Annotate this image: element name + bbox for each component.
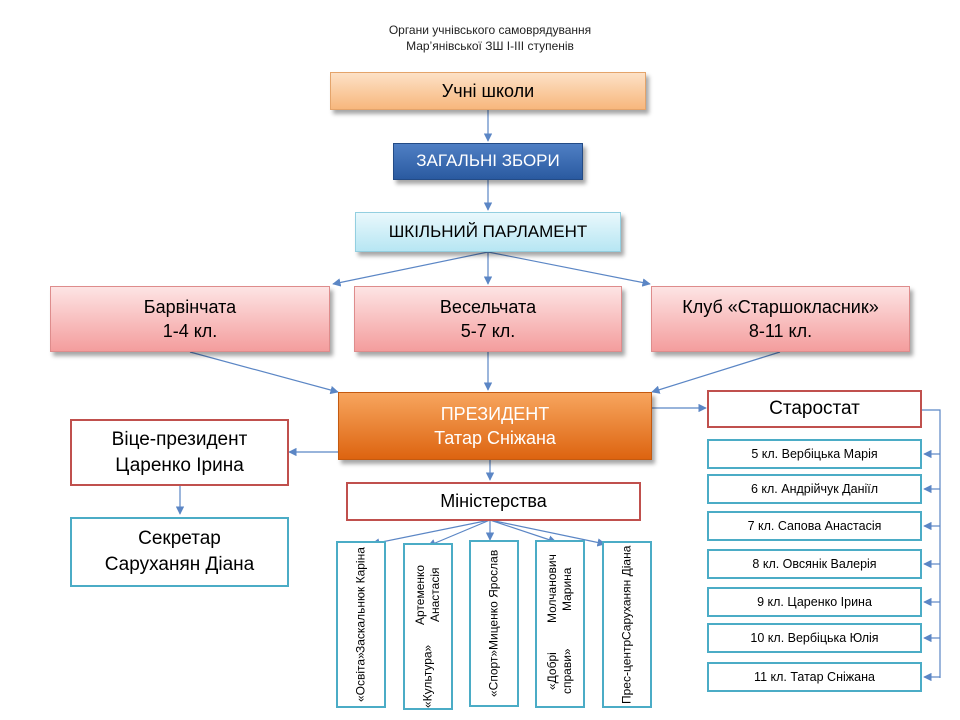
starostat-bracket — [922, 409, 941, 678]
ministry-box-2: «Культура» Артеменко Анастасія — [403, 543, 453, 710]
arrow-parliament-to-group-1 — [332, 251, 489, 287]
group-3-name: Клуб «Старшокласник» — [682, 296, 879, 317]
secretary-box: Секретар Саруханян Діана — [70, 517, 289, 587]
starostat-item-1: 5 кл. Вербіцька Марія — [707, 439, 922, 469]
ministry-1-name: «Освіта» — [353, 652, 368, 703]
pupils-box: Учні школи — [330, 72, 646, 110]
ministry-5-person: Саруханян Діана — [619, 545, 634, 640]
vice-president-box: Віце-президент Царенко Ірина — [70, 419, 289, 486]
starostat-box: Старостат — [707, 390, 922, 428]
starostat-item-2: 6 кл. Андрійчук Даніїл — [707, 474, 922, 504]
president-box: ПРЕЗИДЕНТ Татар Сніжана — [338, 392, 652, 460]
parliament-label: ШКІЛЬНИЙ ПАРЛАМЕНТ — [388, 221, 588, 241]
starostat-item-4: 8 кл. Овсянік Валерія — [707, 549, 922, 579]
general-meeting-label: ЗАГАЛЬНІ ЗБОРИ — [416, 151, 560, 171]
ministry-4-person: Молчанович Марина — [545, 554, 574, 624]
arrow-ministries-to-1 — [371, 519, 491, 547]
ministry-5-name: Прес-центр — [619, 639, 634, 704]
ministry-2-person: Артеменко Анастасія — [413, 564, 442, 625]
ministry-box-1: «Освіта» Заскальнюк Каріна — [336, 541, 386, 708]
starostat-item-4-text: 8 кл. Овсянік Валерія — [752, 556, 877, 571]
president-name: Татар Сніжана — [434, 428, 556, 448]
ministry-3-name: «Спорт» — [486, 650, 501, 698]
arrow-ministries-to-2 — [427, 519, 491, 547]
ministry-box-5: Прес-центр Саруханян Діана — [602, 541, 652, 708]
ministry-3-person: Миценко Ярослав — [486, 549, 501, 651]
parliament-box: ШКІЛЬНИЙ ПАРЛАМЕНТ — [355, 212, 621, 252]
starostat-item-2-text: 6 кл. Андрійчук Даніїл — [750, 481, 879, 496]
ministry-box-3: «Спорт» Миценко Ярослав — [469, 540, 519, 707]
starostat-item-5-text: 9 кл. Царенко Ірина — [757, 594, 872, 609]
secretary-role: Секретар — [138, 528, 221, 550]
ministry-1-person: Заскальнюк Каріна — [353, 546, 368, 653]
diagram-title: Органи учнівського самоврядування Мар’ян… — [280, 22, 700, 54]
pupils-label: Учні школи — [441, 80, 535, 101]
group-box-2: Весельчата 5-7 кл. — [354, 286, 622, 352]
title-line-1: Органи учнівського самоврядування — [388, 23, 592, 37]
vice-president-role: Віце-президент — [111, 428, 248, 450]
starostat-item-6-text: 10 кл. Вербіцька Юлія — [750, 630, 879, 645]
group-3-grades: 8-11 кл. — [748, 321, 813, 341]
starostat-item-7-text: 11 кл. Татар Сніжана — [754, 669, 875, 684]
arrow-ministries-to-4 — [489, 519, 557, 544]
starostat-item-3: 7 кл. Сапова Анастасія — [707, 511, 922, 541]
ministries-box: Міністерства — [346, 482, 641, 521]
arrow-group-3-to-president — [651, 351, 781, 394]
group-2-grades: 5-7 кл. — [460, 321, 516, 341]
group-box-1: Барвінчата 1-4 кл. — [50, 286, 330, 352]
ministry-2-name: «Культура» — [420, 644, 435, 708]
arrow-parliament-to-group-3 — [487, 251, 651, 287]
starostat-item-7: 11 кл. Татар Сніжана — [707, 662, 922, 692]
starostat-item-6: 10 кл. Вербіцька Юлія — [707, 623, 922, 653]
secretary-name: Саруханян Діана — [104, 554, 255, 575]
starostat-label: Старостат — [769, 398, 860, 420]
group-box-3: Клуб «Старшокласник» 8-11 кл. — [651, 286, 910, 352]
arrow-group-1-to-president — [189, 351, 339, 395]
general-meeting-box: ЗАГАЛЬНІ ЗБОРИ — [393, 143, 583, 180]
president-role: ПРЕЗИДЕНТ — [440, 403, 550, 424]
ministry-4-name: «Добрі справи» — [545, 648, 574, 694]
group-1-name: Барвінчата — [143, 296, 237, 317]
starostat-item-3-text: 7 кл. Сапова Анастасія — [747, 518, 882, 533]
starostat-item-5: 9 кл. Царенко Ірина — [707, 587, 922, 617]
ministries-label: Міністерства — [440, 491, 547, 512]
arrow-ministries-to-5 — [489, 519, 606, 547]
vice-president-name: Царенко Ірина — [115, 454, 244, 476]
ministry-box-4: «Добрі справи» Молчанович Марина — [535, 540, 585, 708]
title-line-2: Мар’янівської ЗШ І-ІІІ ступенів — [406, 39, 574, 53]
group-1-grades: 1-4 кл. — [162, 321, 218, 341]
group-2-name: Весельчата — [439, 296, 537, 317]
starostat-item-1-text: 5 кл. Вербіцька Марія — [751, 446, 878, 461]
